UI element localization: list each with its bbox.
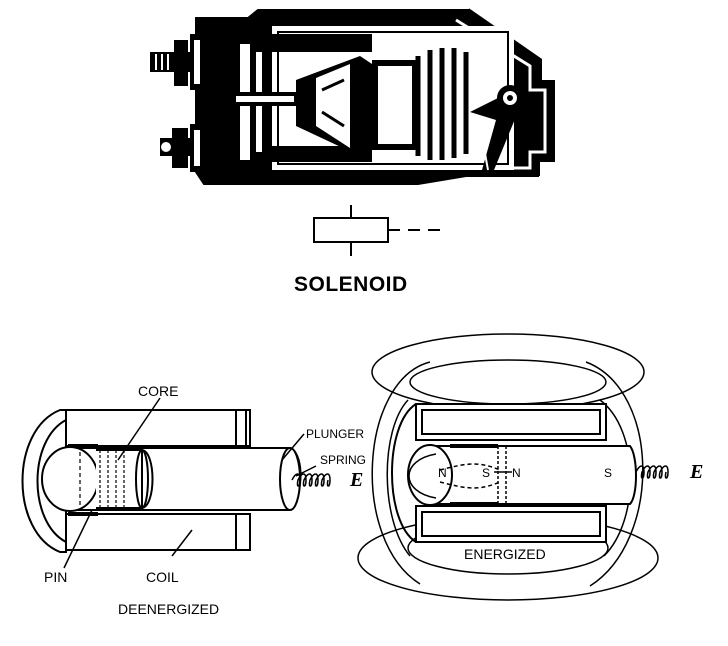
lower-terminal-stud [160,124,212,172]
pole-s-left: S [482,466,490,480]
solenoid-cutaway-illustration [150,8,555,185]
energized-solenoid [357,333,669,601]
upper-terminal-stud [150,34,212,90]
pole-s-right: S [604,466,612,480]
coil-label: COIL [146,569,179,585]
solenoid-symbol [313,205,440,256]
deenergized-e-label: E [349,469,363,491]
core-label: CORE [138,383,178,399]
energized-e-label: E [689,461,703,483]
spring-label: SPRING [320,453,366,467]
diagram-title: SOLENOID [294,273,408,296]
energized-state-label: ENERGIZED [464,546,546,562]
pole-n-right: N [512,466,521,480]
pole-n-left: N [438,466,447,480]
plunger-label: PLUNGER [306,427,364,441]
deenergized-solenoid [21,397,331,569]
pin-label: PIN [44,569,67,585]
deenergized-state-label: DEENERGIZED [118,601,219,617]
